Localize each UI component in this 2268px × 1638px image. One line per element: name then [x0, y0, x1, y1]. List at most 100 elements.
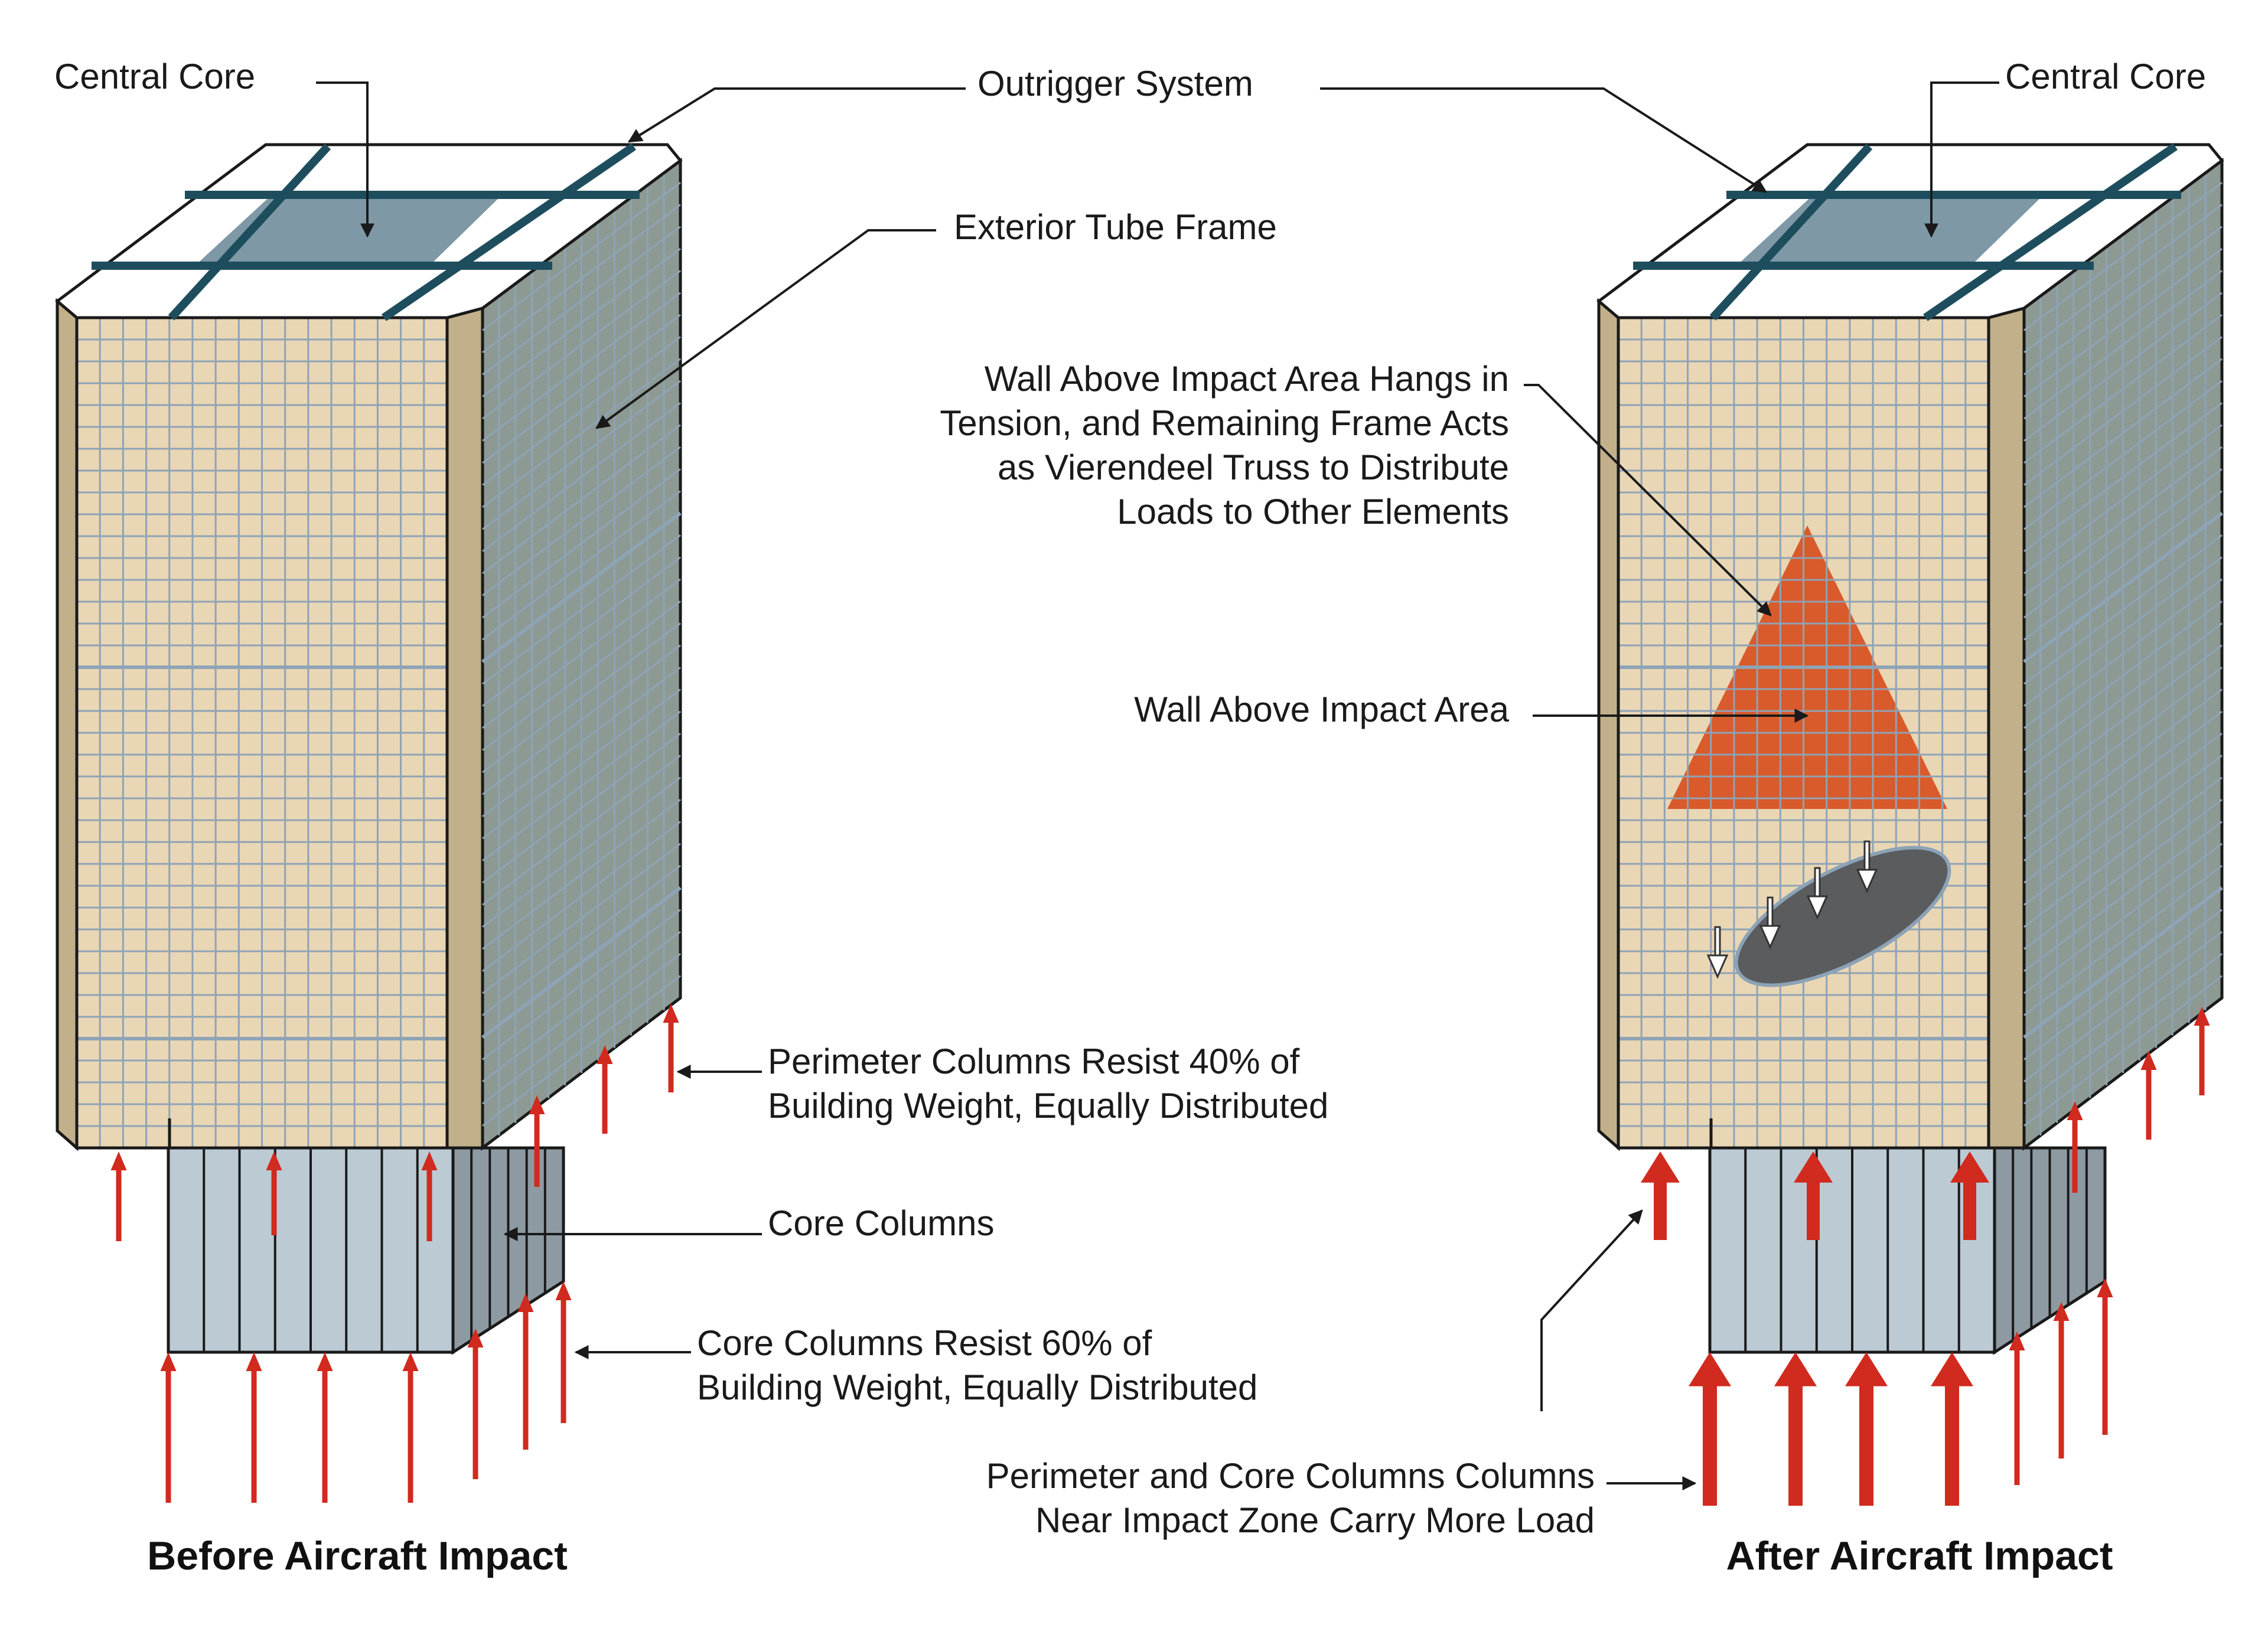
grid-line [2023, 226, 2223, 376]
grid-line [2023, 689, 2223, 840]
grid-line [2023, 380, 2223, 530]
grid-line [2023, 909, 2223, 1061]
labels: Central Core Outrigger System Central Co… [54, 57, 2206, 1578]
load-arrow-head [317, 1352, 333, 1371]
grid-line [2023, 336, 2223, 486]
load-arrow-shaft [322, 1370, 328, 1503]
load-arrow-head [1931, 1352, 1973, 1386]
load-arrow-shaft [1703, 1385, 1717, 1506]
left-chamfer-face [56, 298, 79, 1151]
label-central-core-left: Central Core [54, 57, 255, 96]
front-face-grid [1618, 318, 1989, 1148]
caption-before-impact: Before Aircraft Impact [147, 1533, 568, 1578]
grid-line [482, 733, 681, 884]
left-chamfer-face [1597, 298, 1620, 1151]
grid-line [482, 953, 681, 1105]
grid-line [2023, 755, 2223, 906]
label-perimeter-resist-2: Building Weight, Equally Distributed [768, 1086, 1328, 1125]
grid-line [2023, 292, 2223, 442]
grid-line [2023, 204, 2223, 354]
grid-line [482, 248, 681, 397]
load-arrow-shaft [561, 1299, 566, 1423]
grid-line [482, 931, 681, 1082]
label-exterior-tube-frame: Exterior Tube Frame [954, 207, 1277, 247]
grid-line [482, 270, 681, 420]
grid-line [2023, 843, 2223, 994]
front-face-grid [77, 318, 447, 1148]
grid-line [2023, 821, 2223, 972]
grid-line [482, 336, 681, 486]
leader-lines [316, 81, 1999, 1490]
grid-line [482, 358, 681, 508]
load-arrow-shaft [251, 1370, 257, 1503]
grid-line [2023, 358, 2223, 508]
grid-line [482, 843, 681, 994]
load-arrows-before [110, 1004, 679, 1503]
tower-after-impact [1596, 143, 2224, 1506]
grid-line [482, 204, 681, 354]
caption-after-impact: After Aircraft Impact [1726, 1533, 2113, 1578]
load-arrow-head [2140, 1051, 2157, 1070]
right-face-grid [481, 172, 682, 1135]
load-arrow-head [421, 1151, 438, 1170]
grid-line [481, 511, 682, 664]
grid-line [2023, 182, 2223, 331]
load-arrow-shaft [1963, 1181, 1976, 1240]
grid-line [482, 424, 681, 575]
load-arrow-head [2053, 1302, 2070, 1321]
load-arrow-shaft [2014, 1349, 2020, 1485]
grid-line [2023, 644, 2223, 795]
load-arrow-shaft [116, 1169, 122, 1241]
leader-wall-hangs [1524, 384, 1772, 616]
label-wall-above-impact: Wall Above Impact Area [1134, 690, 1509, 729]
grid-line [2023, 490, 2223, 641]
load-arrow-shaft [426, 1169, 432, 1241]
label-perimeter-core-2: Near Impact Zone Carry More Load [1035, 1500, 1595, 1540]
grid-line [2023, 534, 2223, 685]
grid-line [482, 909, 681, 1061]
leader-central-core-right [1924, 81, 1999, 238]
load-arrow-head [246, 1352, 262, 1371]
grid-line [2023, 601, 2223, 751]
load-arrow-head [1950, 1151, 1989, 1183]
grid-line [2023, 314, 2223, 464]
load-arrow-head [555, 1281, 572, 1300]
load-arrow-head [597, 1045, 613, 1064]
load-arrow-shaft [271, 1169, 277, 1235]
load-arrow-head [2009, 1332, 2025, 1350]
load-arrow-head [1774, 1352, 1817, 1386]
grid-line [2023, 931, 2223, 1082]
grid-line [2023, 446, 2223, 596]
grid-line [482, 601, 681, 751]
label-core-columns: Core Columns [768, 1203, 994, 1243]
impact-hole [1706, 840, 1951, 987]
grid-line [482, 689, 681, 840]
leader-perimeter-core-up [1540, 1209, 1643, 1411]
load-arrow-head [1641, 1151, 1680, 1183]
leader-central-core-left [316, 81, 374, 238]
leader-exterior-tube [595, 229, 936, 429]
grid-line [2023, 424, 2223, 575]
load-arrow-shaft [1859, 1385, 1873, 1506]
label-perimeter-core-1: Perimeter and Core Columns Columns [986, 1456, 1595, 1496]
grid-line [482, 446, 681, 596]
grid-line [482, 490, 681, 641]
grid-line [2023, 798, 2223, 950]
grid-line [2023, 622, 2223, 774]
right-chamfer-face [1987, 306, 2026, 1150]
load-arrow-shaft [2146, 1069, 2152, 1140]
grid-line [2023, 468, 2223, 619]
grid-line [481, 886, 682, 1039]
grid-line [482, 644, 681, 795]
load-arrow-shaft [534, 1113, 540, 1187]
grid-line [2023, 864, 2223, 1016]
load-arrow-shaft [2072, 1119, 2078, 1193]
load-arrow-shaft [1788, 1385, 1803, 1506]
load-arrow-head [2194, 1007, 2210, 1026]
tower-before-impact [54, 143, 683, 1503]
load-arrow-head [1689, 1352, 1731, 1386]
grid-line [2023, 975, 2223, 1127]
downward-load-arrows [1706, 840, 1878, 979]
grid-line [482, 864, 681, 1016]
load-arrow-shaft [523, 1311, 529, 1450]
